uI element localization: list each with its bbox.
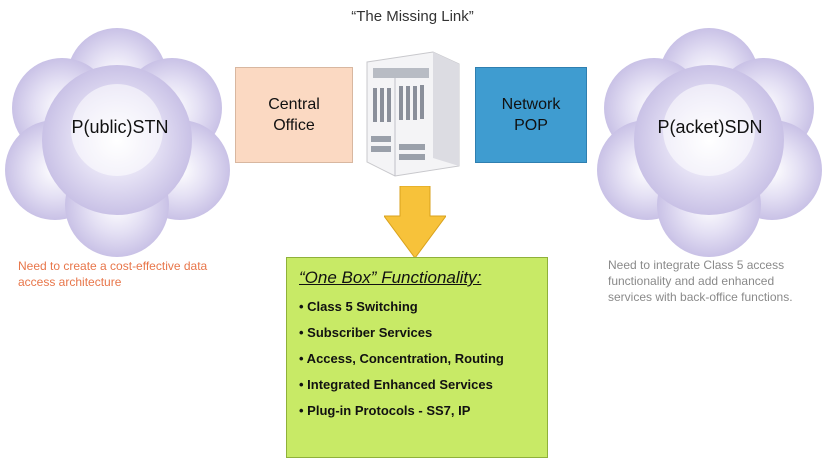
central-office-line-2: Office bbox=[273, 117, 315, 134]
down-arrow-icon bbox=[384, 186, 446, 258]
psdn-label: P(acket)SDN bbox=[657, 117, 763, 137]
central-office-box: Central Office bbox=[235, 67, 353, 163]
network-pop-box: Network POP bbox=[475, 67, 587, 163]
switch-equipment-image bbox=[366, 51, 460, 177]
one-box-functionality-panel: “One Box” Functionality: • Class 5 Switc… bbox=[286, 257, 548, 458]
network-pop-line-1: Network bbox=[501, 96, 561, 113]
pstn-note: Need to create a cost-effective data acc… bbox=[18, 259, 208, 289]
functionality-title: “One Box” Functionality: bbox=[299, 268, 482, 287]
psdn-cloud bbox=[597, 28, 822, 257]
feature-item: • Subscriber Services bbox=[299, 325, 433, 340]
diagram-title: “The Missing Link” bbox=[351, 8, 474, 25]
feature-item: • Integrated Enhanced Services bbox=[299, 377, 493, 392]
pstn-cloud bbox=[5, 28, 230, 257]
central-office-line-1: Central bbox=[268, 96, 320, 113]
feature-item: • Class 5 Switching bbox=[299, 299, 418, 314]
pstn-label: P(ublic)STN bbox=[71, 117, 169, 137]
network-pop-line-2: POP bbox=[514, 117, 548, 134]
feature-item: • Access, Concentration, Routing bbox=[299, 351, 504, 366]
psdn-note: Need to integrate Class 5 access functio… bbox=[608, 258, 793, 304]
feature-item: • Plug-in Protocols - SS7, IP bbox=[299, 403, 471, 418]
